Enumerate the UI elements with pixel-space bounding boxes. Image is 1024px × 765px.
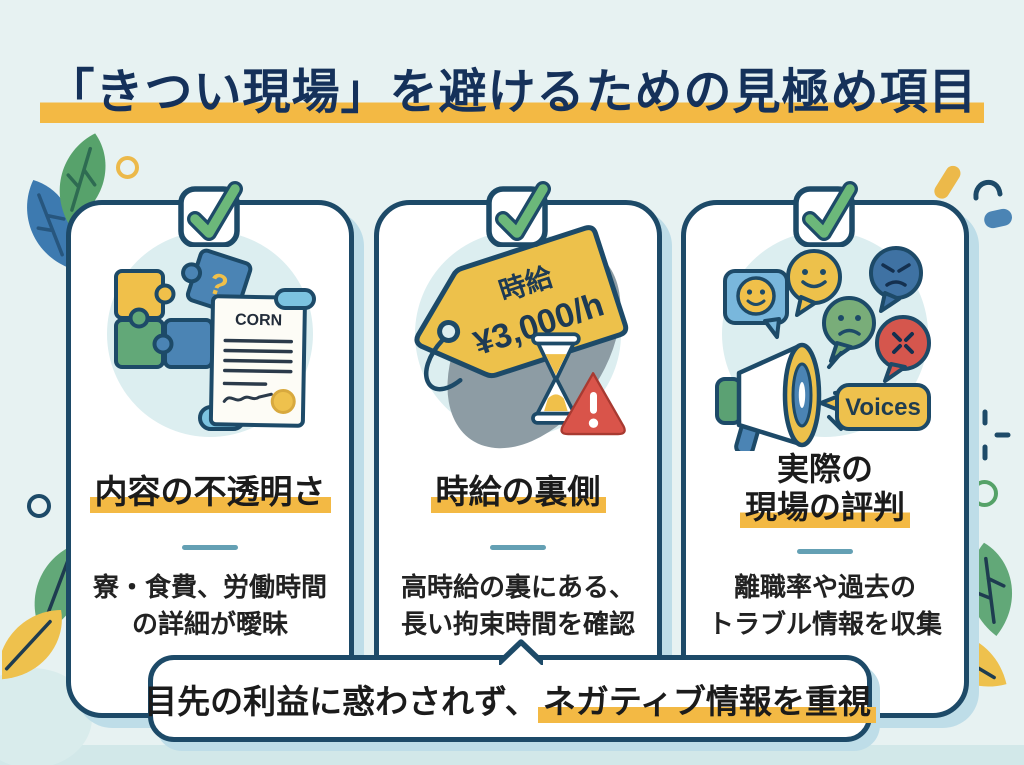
megaphone-icon <box>715 342 853 451</box>
banner-text: 目先の利益に惑わされず、ネガティブ情報を重視 <box>144 675 876 723</box>
megaphone-voices-icon: Voices <box>715 246 931 451</box>
check-icon <box>486 181 551 247</box>
smiley-bubble-yellow-icon <box>786 249 842 317</box>
card-site-reputation: Voices 実際の 現場の評判 離職率や過去の トラブル情報を収集 <box>681 181 969 718</box>
sad-bubble-green-icon <box>822 296 876 363</box>
page-title: 「きつい現場」を避けるための見極め項目 <box>0 52 1024 123</box>
card-wage-reality: 時給 ¥3,000/h 時給の裏側 高時給の裏にあ <box>374 181 662 718</box>
divider <box>490 545 546 550</box>
check-icon <box>793 181 858 247</box>
check-icon <box>178 181 243 247</box>
card-content-opacity: ? CORN <box>66 181 354 718</box>
voices-label: Voices <box>845 394 921 421</box>
price-tag-hourglass-icon: 時給 ¥3,000/h <box>414 225 629 449</box>
card-body: 高時給の裏にある、 長い拘束時間を確認 <box>400 572 635 639</box>
card-heading: 内容の不透明さ <box>71 473 349 513</box>
bottom-band-decoration <box>0 745 1024 765</box>
voices-bubble-icon: Voices <box>819 383 931 431</box>
document-label: CORN <box>235 312 282 330</box>
smiley-bubble-blue-icon <box>723 269 789 339</box>
navy-ring-decoration <box>27 494 51 518</box>
yellow-ring-decoration <box>116 156 139 179</box>
banner-pointer-notch <box>499 639 543 665</box>
conclusion-banner: 目先の利益に惑わされず、ネガティブ情報を重視 <box>144 639 876 742</box>
top-right-sparkle-marks-icon <box>934 165 1012 229</box>
card-heading: 時給の裏側 <box>379 473 657 513</box>
divider <box>797 549 853 554</box>
divider <box>182 545 238 550</box>
warning-icon <box>560 372 626 436</box>
angry-bubble-blue-icon <box>869 246 923 313</box>
green-ring-decoration <box>971 480 998 507</box>
card-body: 離職率や過去の トラブル情報を収集 <box>707 572 942 639</box>
puzzle-contract-icon: ? CORN <box>114 248 316 431</box>
card-body: 寮・食費、労働時間 の詳細が曖昧 <box>92 572 327 639</box>
page-title-text: 「きつい現場」を避けるための見極め項目 <box>40 66 984 123</box>
card-heading: 実際の 現場の評判 <box>686 451 964 528</box>
contract-scroll-icon: CORN <box>198 288 316 431</box>
anger-bubble-red-icon <box>875 315 931 383</box>
